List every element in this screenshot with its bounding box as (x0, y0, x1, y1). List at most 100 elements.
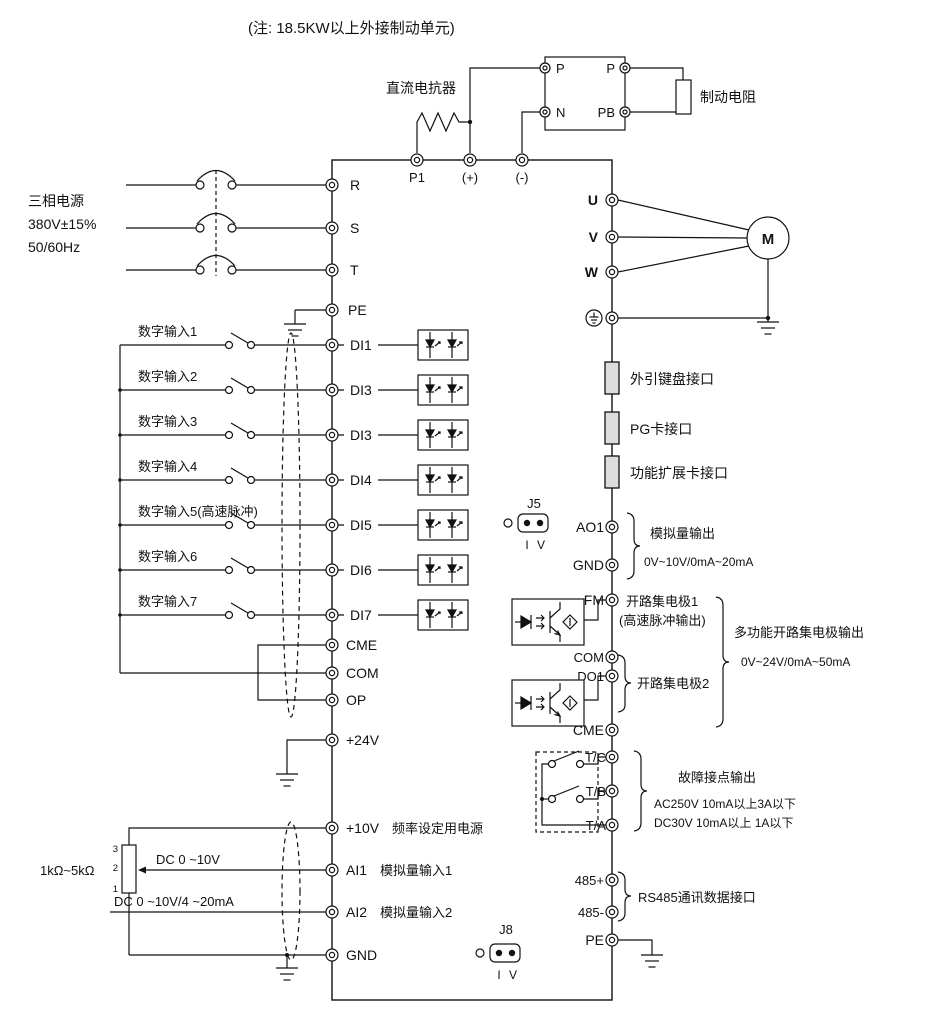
ground-icon (275, 773, 299, 787)
switch-lever (230, 602, 249, 614)
switch-contact (246, 520, 256, 530)
junction-dot (540, 797, 544, 801)
terminal-cme-out (605, 723, 619, 737)
switch-contact (246, 610, 256, 620)
terminal-desc: 模拟量输入1 (380, 863, 452, 878)
switch-contact (227, 180, 237, 190)
switch-contact (224, 340, 234, 350)
ai2-signal-label: DC 0 ~10V/4 ~20mA (114, 894, 234, 909)
terminal-di7 (325, 608, 339, 622)
terminal-brake-pb (619, 106, 631, 118)
terminal-label: R (350, 177, 360, 193)
terminal-label: +24V (346, 732, 380, 748)
digital-input-row: 数字输入2 DI3 (120, 369, 469, 406)
digital-input-label: 数字输入2 (138, 369, 197, 384)
relay-output-section: T/C T/B T/A 故障接点输出 AC250V 10mA以上3A以下 DC3… (535, 750, 796, 833)
expansion-card-connector (604, 455, 620, 489)
terminal-pe-bottom (605, 933, 619, 947)
jumper-pin-label: I (497, 968, 500, 982)
terminal-label: FM (584, 592, 604, 608)
optocoupler-icon (417, 599, 469, 631)
terminal-label: AI1 (346, 862, 367, 878)
terminal-tc (605, 750, 619, 764)
terminal-label: T (350, 262, 359, 278)
breaker-arc (196, 254, 236, 267)
jumper-label: J8 (499, 922, 513, 937)
optocoupler-icon (511, 679, 585, 727)
terminal-label: DI6 (350, 562, 372, 578)
terminal-label: DI7 (350, 607, 372, 623)
terminal-desc: 模拟量输入2 (380, 905, 452, 920)
wire (617, 245, 750, 273)
terminal-label: COM (574, 650, 604, 665)
terminal-label: PE (348, 302, 367, 318)
terminal-tb (605, 784, 619, 798)
switch-contact (227, 223, 237, 233)
terminal-label: PE (585, 932, 604, 948)
wire (583, 756, 606, 765)
terminal-label: P (606, 61, 615, 76)
ai1-signal-label: DC 0 ~10V (156, 852, 220, 867)
terminal-label: OP (346, 692, 366, 708)
breaker-arc (196, 212, 236, 225)
switch-contact (224, 385, 234, 395)
dc-reactor-symbol (416, 111, 470, 153)
jumper-pin-label: I (525, 538, 528, 552)
jumper-shunt (517, 513, 549, 533)
terminal-label: P1 (409, 170, 425, 185)
three-phase-input: 三相电源 380V±15% 50/60Hz R S T PE (28, 169, 367, 337)
terminal-di1 (325, 338, 339, 352)
terminal-label: T/A (586, 818, 607, 833)
terminal-pe (325, 303, 339, 317)
wire (584, 599, 606, 621)
terminal-cme (325, 638, 339, 652)
oc1-note: (高速脉冲输出) (619, 613, 706, 628)
terminal-minus (515, 153, 529, 167)
relay-contact (575, 759, 585, 769)
terminal-label: P (556, 61, 565, 76)
oc1-label: 开路集电极1 (626, 594, 698, 609)
terminal-brake-n (539, 106, 551, 118)
terminal-10v (325, 821, 339, 835)
wire (541, 763, 606, 826)
analog-output-section: AO1 GND 模拟量输出 0V~10V/0mA~20mA (573, 512, 753, 580)
switch-contact (227, 265, 237, 275)
brace (617, 871, 632, 922)
relay-contact (575, 794, 585, 804)
power-label: 50/60Hz (28, 239, 80, 255)
terminal-do1 (605, 669, 619, 683)
brace (617, 654, 632, 713)
terminal-label: COM (346, 665, 379, 681)
label-backdrop (344, 336, 378, 353)
terminal-di5 (325, 518, 339, 532)
rs485-label: RS485通讯数据接口 (638, 890, 756, 905)
top-section: (注: 18.5KW以上外接制动单元) 直流电抗器 P N P PB 制动电阻 (248, 20, 756, 153)
terminal-label: GND (346, 947, 377, 963)
digital-input-row: 数字输入3 DI3 (120, 414, 469, 451)
digital-input-label: 数字输入3 (138, 414, 197, 429)
j8-jumper: J8 I V (475, 922, 521, 982)
terminal-v (605, 230, 619, 244)
power-label: 380V±15% (28, 216, 96, 232)
relay-spec: AC250V 10mA以上3A以下 (654, 797, 796, 811)
wire (128, 827, 326, 845)
analog-input-section: 1kΩ~5kΩ 3 2 1 DC 0 ~10V DC 0 ~10V/4 ~20m… (40, 820, 483, 981)
terminal-ground (605, 311, 619, 325)
switch-lever (230, 467, 249, 479)
terminal-ao1 (605, 520, 619, 534)
dc-bus-terminals: P1 (+) (-) (409, 153, 529, 185)
switch-contact (224, 430, 234, 440)
optocoupler-icon (511, 598, 585, 646)
terminal-label: (+) (462, 170, 478, 185)
junction-dot (765, 315, 771, 321)
pot-pin-label: 1 (113, 884, 118, 895)
brace (715, 596, 730, 728)
digital-input-row: 数字输入6 DI6 (120, 549, 469, 586)
digital-input-row: 数字输入5(高速脉冲) DI5 (120, 504, 469, 541)
terminal-di4 (325, 473, 339, 487)
wire (286, 739, 326, 774)
terminal-485minus (605, 905, 619, 919)
wire (584, 675, 606, 701)
digital-input-label: 数字输入6 (138, 549, 197, 564)
